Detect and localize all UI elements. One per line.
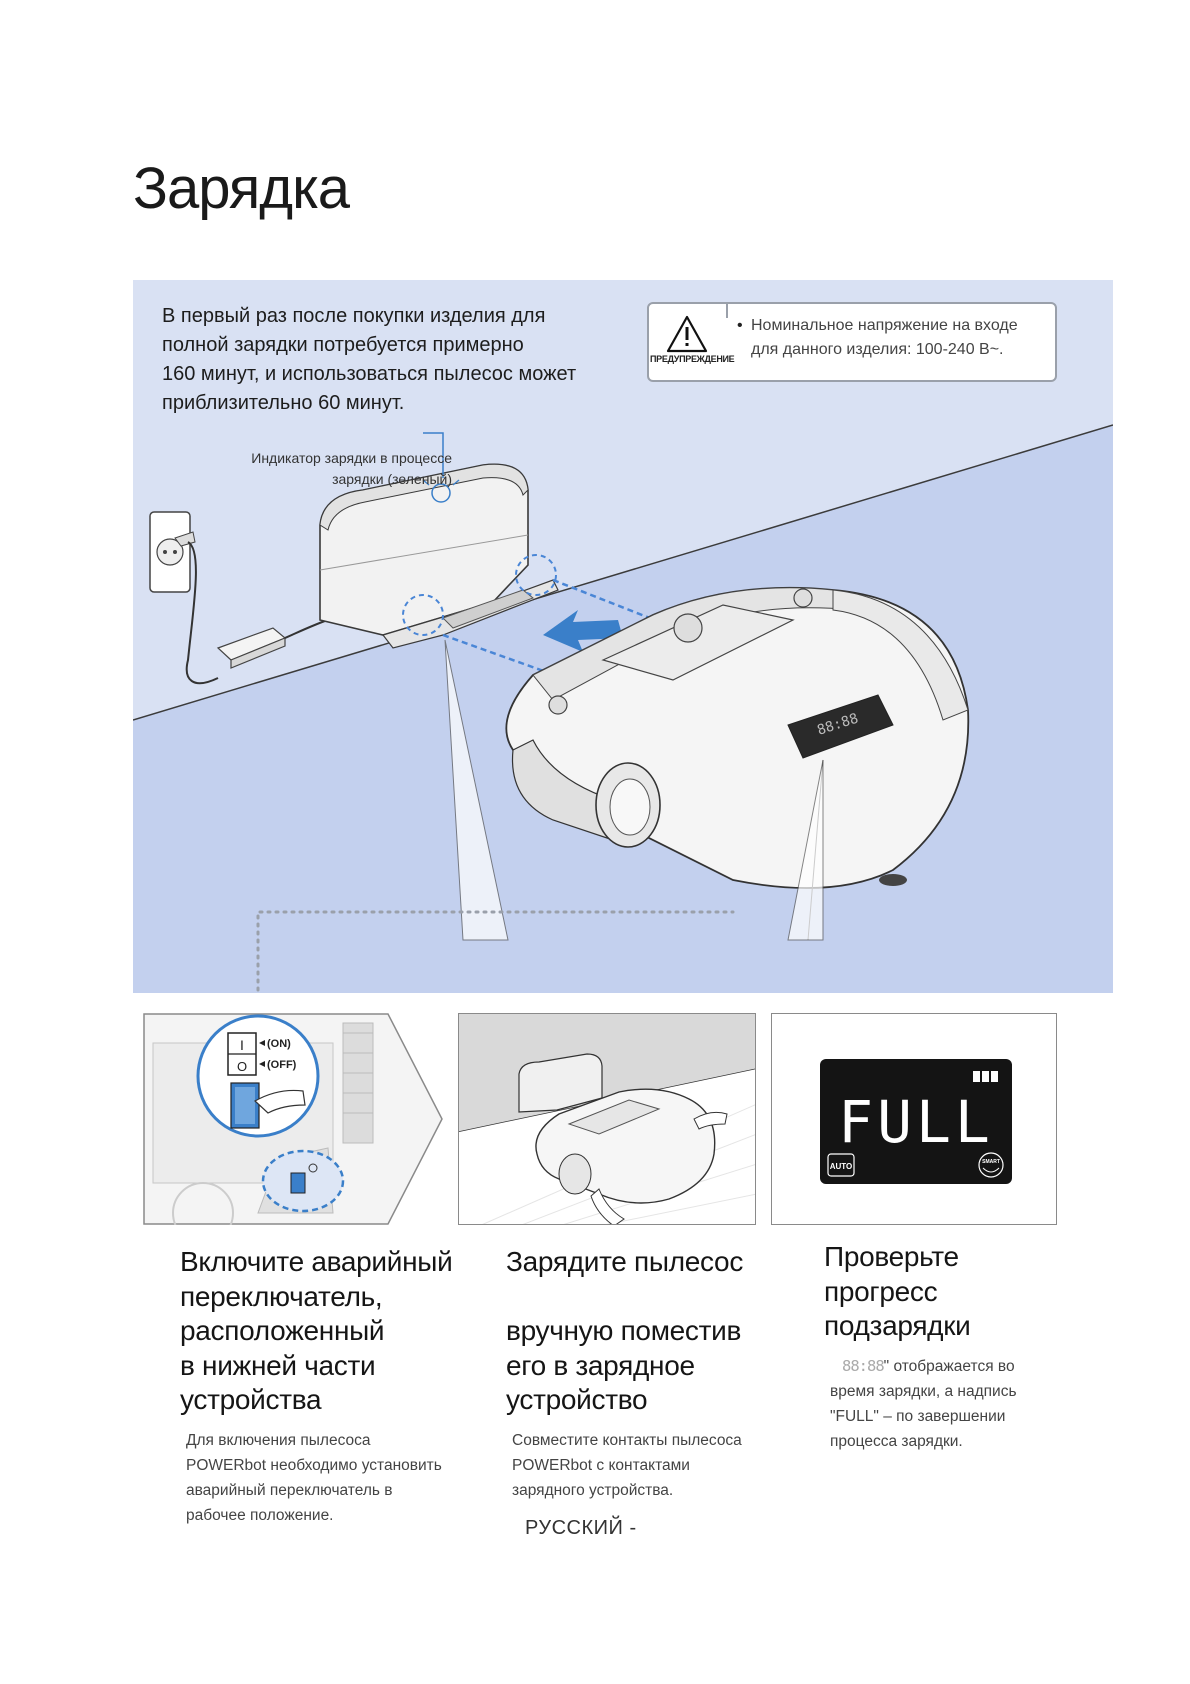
switch-off-label: (OFF): [267, 1059, 297, 1071]
body-line: Для включения пылесоса: [186, 1431, 371, 1449]
manual-dock-illustration: [459, 1014, 755, 1224]
auto-mode-icon: [827, 1153, 855, 1177]
charging-dock: [319, 463, 559, 649]
page-title: Зарядка: [133, 156, 350, 221]
intro-line: полной зарядки потребуется примерно: [162, 334, 524, 356]
switch-on-label: (ON): [267, 1038, 291, 1050]
warning-bullet: •: [737, 317, 743, 334]
intro-line: В первый раз после покупки изделия для: [162, 305, 546, 327]
intro-text: В первый раз после покупки изделия для п…: [162, 302, 612, 418]
smart-mode-icon: [978, 1152, 1004, 1178]
wall-outlet-icon: [149, 511, 196, 593]
smart-mode-label: SMART: [982, 1159, 1000, 1165]
heading-line: расположенный: [180, 1315, 385, 1346]
display-pointer-wedge: [787, 759, 824, 941]
robot-display-panel: 88:88: [787, 694, 894, 759]
heading-line: прогресс: [824, 1275, 938, 1307]
step-check-progress: Проверьте прогресс подзарядки 88:88" ото…: [824, 1240, 1064, 1454]
scene-illustration: 88:88: [133, 424, 1113, 993]
callout-line: зарядки (зеленый): [332, 471, 452, 487]
dock-pointer-wedge: [444, 639, 509, 941]
warning-label: ПРЕДУПРЕЖДЕНИЕ: [650, 354, 735, 364]
body-line: 88:88" отображается во: [830, 1354, 1064, 1379]
hand-right-icon: [693, 1111, 728, 1130]
power-adapter-icon: [216, 627, 287, 669]
body-line: Совместите контакты пылесоса: [512, 1431, 742, 1449]
intro-line: приблизительно 60 минут.: [162, 392, 405, 414]
intro-line: 160 минут, и использоваться пылесос може…: [162, 363, 577, 385]
switch-dotted-connector: [256, 910, 735, 992]
step-body: Для включения пылесоса POWERbot необходи…: [186, 1428, 470, 1528]
warning-box: ПРЕДУПРЕЖДЕНИЕ • Номинальное напряжение н…: [647, 302, 1057, 382]
display-screen: [820, 1059, 1012, 1184]
step-body: 88:88" отображается во время зарядки, а …: [830, 1354, 1064, 1454]
charging-scene: 88:88: [133, 280, 1113, 993]
body-line: аварийный переключатель в: [186, 1481, 393, 1499]
step-heading: Зарядите пылесос вручную поместив его в …: [506, 1245, 786, 1418]
heading-line: вручную поместив: [506, 1315, 742, 1346]
heading-line: его в зарядное: [506, 1349, 695, 1381]
body-line: POWERbot с контактами: [512, 1456, 690, 1474]
warning-divider: [726, 302, 728, 318]
heading-line: Включите аварийный: [180, 1246, 453, 1277]
hand-left-icon: [590, 1188, 625, 1224]
step-switch: Включите аварийный переключатель, распол…: [180, 1245, 470, 1528]
panel-full-display: FULL AUTO SMART: [771, 1013, 1057, 1225]
body-line: время зарядки, а надпись: [830, 1382, 1017, 1400]
mini-dock: [518, 1053, 603, 1113]
segment-glyph: 88:88: [842, 1356, 885, 1375]
body-line-rest: " отображается во: [883, 1357, 1015, 1375]
heading-line: [506, 1280, 786, 1315]
switch-off-glyph: O: [237, 1059, 247, 1074]
heading-line: устройство: [506, 1384, 648, 1415]
body-line: POWERbot необходимо установить: [186, 1456, 442, 1474]
step-body: Совместите контакты пылесоса POWERbot с …: [512, 1428, 786, 1503]
step-manual-dock: Зарядите пылесос вручную поместив его в …: [506, 1245, 786, 1503]
hand-icon: [253, 1089, 306, 1114]
heading-line: устройства: [180, 1384, 322, 1415]
page-footer: РУССКИЙ -: [525, 1517, 637, 1539]
power-cable: [185, 541, 219, 685]
display-full-text: FULL: [838, 1088, 994, 1156]
contact-highlight-left: [402, 594, 444, 636]
body-line: "FULL" – по завершении: [830, 1407, 1006, 1425]
body-line: процесса зарядки.: [830, 1432, 963, 1450]
body-line: зарядного устройства.: [512, 1481, 674, 1499]
warning-triangle-icon: [666, 315, 708, 353]
indicator-callout: Индикатор зарядки в процессе зарядки (зе…: [200, 448, 452, 490]
step-heading: Проверьте прогресс подзарядки: [824, 1240, 1064, 1344]
warning-line: Номинальное напряжение на входе: [751, 317, 1018, 334]
heading-line: подзарядки: [824, 1310, 971, 1341]
body-line: рабочее положение.: [186, 1506, 334, 1524]
panel-switch: I O (ON) (OFF): [143, 1013, 443, 1225]
warning-line: для данного изделия: 100-240 В~.: [751, 341, 1004, 358]
panel-manual-dock: [458, 1013, 756, 1225]
heading-line: в нижней части: [180, 1349, 376, 1381]
switch-on-glyph: I: [240, 1037, 244, 1053]
contact-highlight-right: [515, 554, 557, 596]
auto-mode-label: AUTO: [830, 1162, 853, 1171]
callout-line: Индикатор зарядки в процессе: [251, 450, 452, 466]
wall-floor-edge: [133, 424, 1113, 721]
full-display-illustration: FULL AUTO SMART: [820, 1059, 1012, 1184]
alignment-line-left: [442, 633, 564, 680]
heading-line: переключатель,: [180, 1280, 383, 1312]
heading-line: Зарядите пылесос: [506, 1246, 744, 1277]
robot-vacuum: 88:88: [505, 586, 970, 889]
step-heading: Включите аварийный переключатель, распол…: [180, 1245, 470, 1418]
switch-illustration: I O (ON) (OFF): [143, 1013, 443, 1225]
indicator-callout-line: [423, 432, 444, 478]
heading-line: Проверьте: [824, 1241, 959, 1272]
warning-text: • Номинальное напряжение на входе для дан…: [737, 314, 1047, 362]
battery-full-icon: [973, 1071, 998, 1082]
